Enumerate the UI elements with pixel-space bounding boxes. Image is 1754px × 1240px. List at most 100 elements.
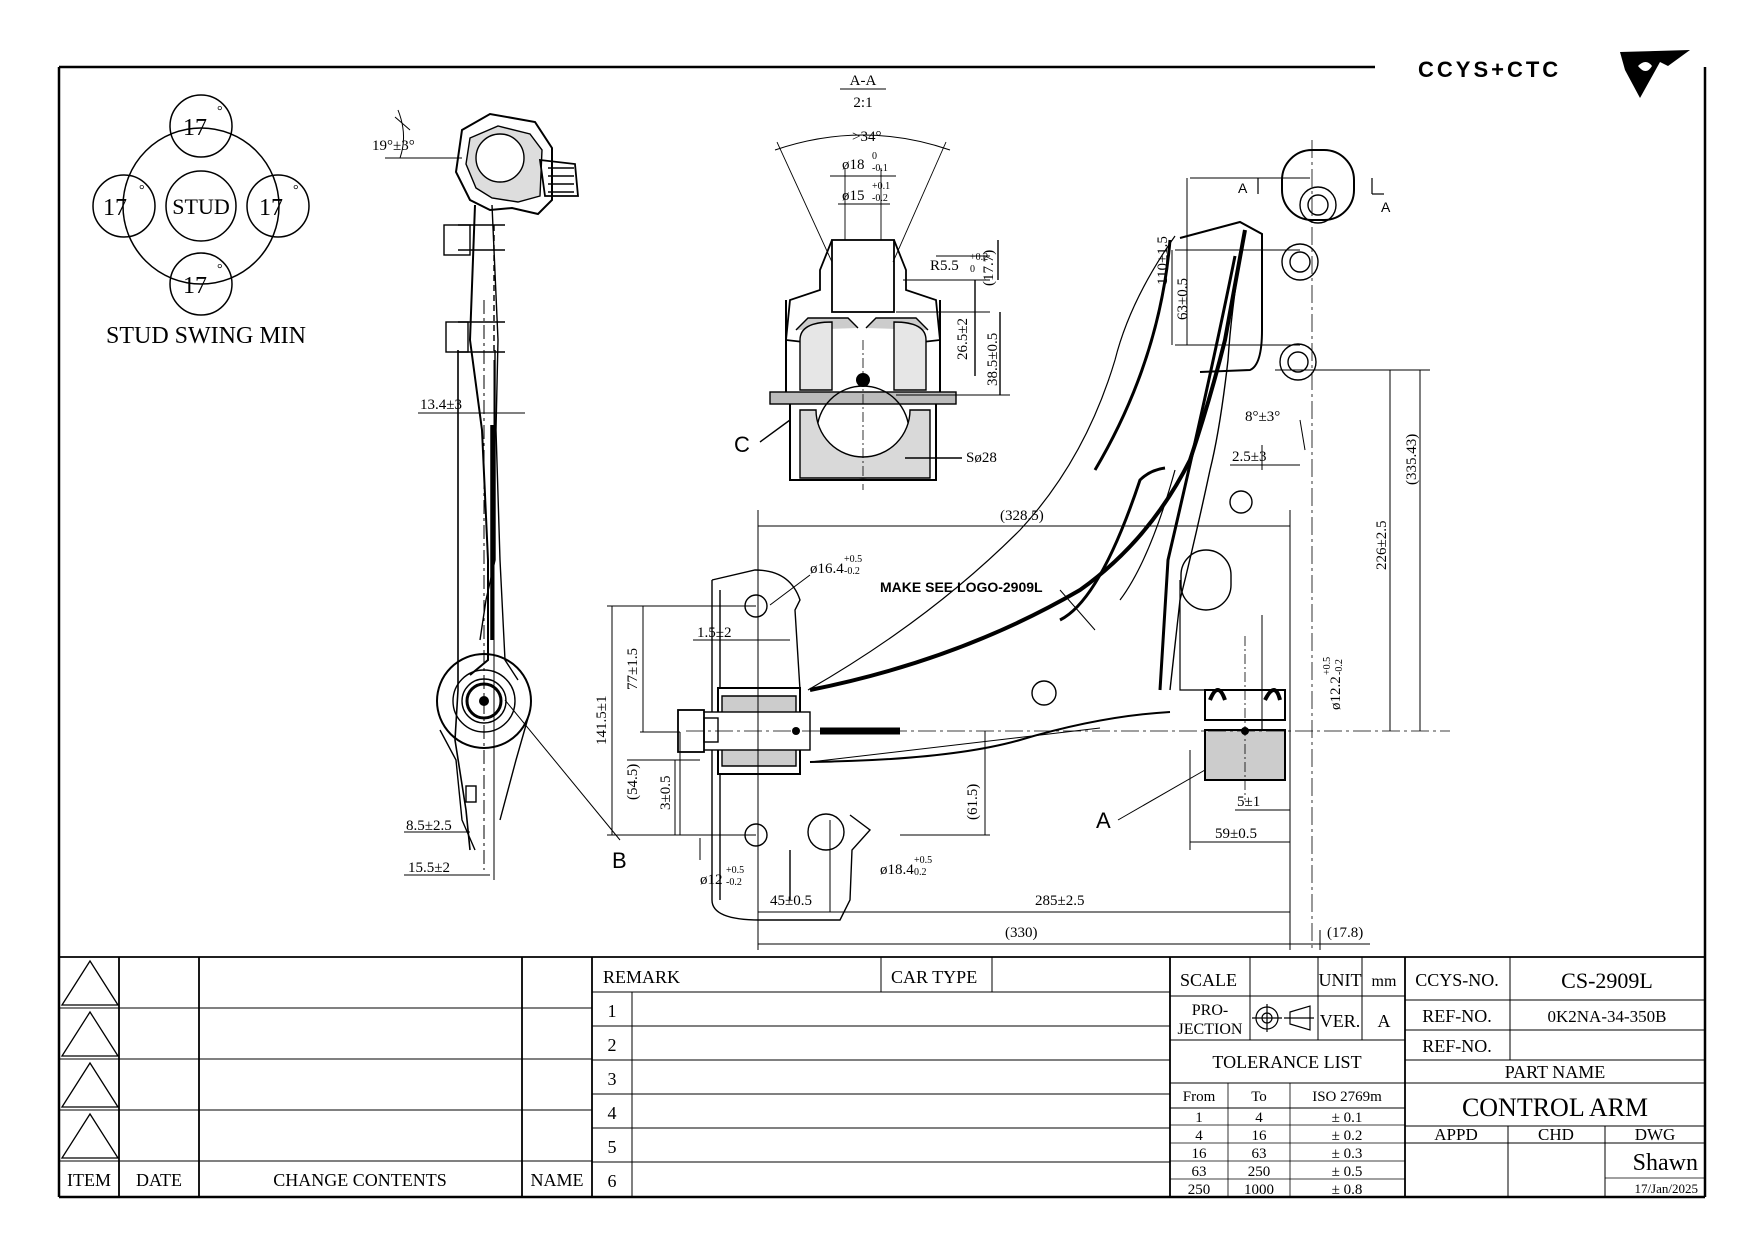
tol-dia-15-upper: +0.1 xyxy=(872,181,890,192)
remark-row-2: 2 xyxy=(608,1035,617,1055)
dim-1-5: 1.5±2 xyxy=(697,625,731,641)
note-logo: MAKE SEE LOGO-2909L xyxy=(880,579,1043,595)
projection-symbol-icon xyxy=(1252,1004,1314,1032)
dim-17-8: (17.8) xyxy=(1327,925,1363,941)
remark-row-5: 5 xyxy=(608,1137,617,1157)
stud-angle-top: 17 xyxy=(183,115,207,141)
stud-swing-diagram xyxy=(92,94,310,316)
section-scale: 2:1 xyxy=(853,95,872,111)
rev-header-date: DATE xyxy=(136,1170,182,1190)
ccys-no-label: CCYS-NO. xyxy=(1415,970,1499,990)
unit-label: UNIT xyxy=(1319,970,1362,990)
side-view-dims xyxy=(385,109,621,880)
tol-16-4-lower: -0.2 xyxy=(844,566,860,577)
tol-dia-18-upper: 0 xyxy=(872,151,877,162)
tol-row-1-to: 4 xyxy=(1255,1110,1263,1126)
dim-26-5: 26.5±2 xyxy=(955,318,971,360)
section-mark-a-left: A xyxy=(1238,180,1248,196)
tol-16-4-upper: +0.5 xyxy=(844,554,862,565)
tol-row-5-val: ± 0.8 xyxy=(1332,1182,1363,1198)
ref-no-label-2: REF-NO. xyxy=(1422,1036,1492,1056)
tol-18-4-lower: 0.2 xyxy=(914,867,927,878)
degree-mark: ° xyxy=(139,183,145,198)
tol-12-2-lower: -0.2 xyxy=(1334,659,1345,675)
dim-dia-12: ø12 xyxy=(700,872,723,888)
dim-radius: R5.5 xyxy=(930,258,959,274)
tol-18-4-upper: +0.5 xyxy=(914,855,932,866)
side-view xyxy=(436,112,579,870)
callout-b: B xyxy=(612,848,627,873)
tol-radius-upper: +0.2 xyxy=(970,252,988,263)
dim-2-5: 2.5±3 xyxy=(1232,449,1266,465)
plan-view xyxy=(677,140,1450,950)
remark-row-4: 4 xyxy=(608,1103,617,1123)
dim-ball-dia: Sø28 xyxy=(966,450,997,466)
tol-row-4-val: ± 0.5 xyxy=(1332,1164,1363,1180)
tolerance-title: TOLERANCE LIST xyxy=(1212,1052,1361,1072)
dim-110: 110±1.5 xyxy=(1155,236,1171,285)
rev-header-item: ITEM xyxy=(67,1170,111,1190)
ref-no-label: REF-NO. xyxy=(1422,1006,1492,1026)
stud-angle-bottom: 17 xyxy=(183,273,207,299)
tol-row-5-to: 1000 xyxy=(1244,1182,1274,1198)
dim-section-angle: >34° xyxy=(852,129,881,145)
rev-header-change: CHANGE CONTENTS xyxy=(273,1170,447,1190)
tol-row-4-to: 250 xyxy=(1248,1164,1271,1180)
stud-angle-left: 17 xyxy=(103,195,127,221)
stud-swing-title: STUD SWING MIN xyxy=(106,323,306,349)
tol-12-lower: -0.2 xyxy=(726,877,742,888)
remark-label: REMARK xyxy=(603,967,680,987)
plan-view-dims xyxy=(607,177,1430,950)
tol-row-1-val: ± 0.1 xyxy=(1332,1110,1363,1126)
scale-label: SCALE xyxy=(1180,970,1237,990)
degree-mark: ° xyxy=(217,262,223,277)
rev-header-name: NAME xyxy=(531,1170,584,1190)
dim-13-4: 13.4±3 xyxy=(420,397,462,413)
dim-dia-18-4: ø18.4 xyxy=(880,862,914,878)
dim-77: 77±1.5 xyxy=(625,648,641,690)
dim-5: 5±1 xyxy=(1237,794,1260,810)
dim-dia-12-2: ø12.2 xyxy=(1328,676,1344,710)
dim-15-5: 15.5±2 xyxy=(408,860,450,876)
title-block-grid xyxy=(59,956,1705,1197)
tol-radius-lower: 0 xyxy=(970,264,975,275)
car-type-label: CAR TYPE xyxy=(891,967,977,987)
remark-row-1: 1 xyxy=(608,1001,617,1021)
drawing-date: 17/Jan/2025 xyxy=(1634,1181,1698,1196)
logo-mark-icon xyxy=(1620,50,1690,98)
dim-54-5: (54.5) xyxy=(625,764,641,800)
version-value: A xyxy=(1378,1011,1391,1031)
tol-row-4-from: 63 xyxy=(1192,1164,1207,1180)
remark-row-6: 6 xyxy=(608,1171,617,1191)
callout-c: C xyxy=(734,432,750,457)
tol-row-2-val: ± 0.2 xyxy=(1332,1128,1363,1144)
section-label: A-A xyxy=(850,73,877,89)
dim-63: 63±0.5 xyxy=(1175,278,1191,320)
degree-mark: ° xyxy=(293,183,299,198)
dim-45: 45±0.5 xyxy=(770,893,812,909)
tol-dia-18-lower: -0.1 xyxy=(872,163,888,174)
stud-center-label: STUD xyxy=(172,194,229,219)
dim-59: 59±0.5 xyxy=(1215,826,1257,842)
dim-dia-15: ø15 xyxy=(842,188,865,204)
part-name-label: PART NAME xyxy=(1505,1062,1605,1082)
dim-dia-18: ø18 xyxy=(842,157,865,173)
ccys-no-value: CS-2909L xyxy=(1561,968,1653,993)
tol-row-2-from: 4 xyxy=(1195,1128,1203,1144)
dim-330: (330) xyxy=(1005,925,1038,941)
tol-row-3-to: 63 xyxy=(1252,1146,1267,1162)
dim-17-7: (17.7) xyxy=(981,250,997,286)
tol-header-to: To xyxy=(1251,1089,1267,1105)
projection-label-1: PRO- xyxy=(1192,1002,1228,1019)
sheet-border xyxy=(57,65,1707,1199)
drawn-by: Shawn xyxy=(1633,1150,1698,1176)
unit-value: mm xyxy=(1372,973,1397,990)
dim-285: 285±2.5 xyxy=(1035,893,1084,909)
brand-logo-text: CCYS+CTC xyxy=(1418,57,1561,82)
appd-label: APPD xyxy=(1434,1125,1477,1144)
dim-8-angle: 8°±3° xyxy=(1245,409,1280,425)
tol-row-1-from: 1 xyxy=(1195,1110,1203,1126)
version-label: VER. xyxy=(1320,1011,1361,1031)
tol-row-3-val: ± 0.3 xyxy=(1332,1146,1363,1162)
dim-61-5: (61.5) xyxy=(965,784,981,820)
